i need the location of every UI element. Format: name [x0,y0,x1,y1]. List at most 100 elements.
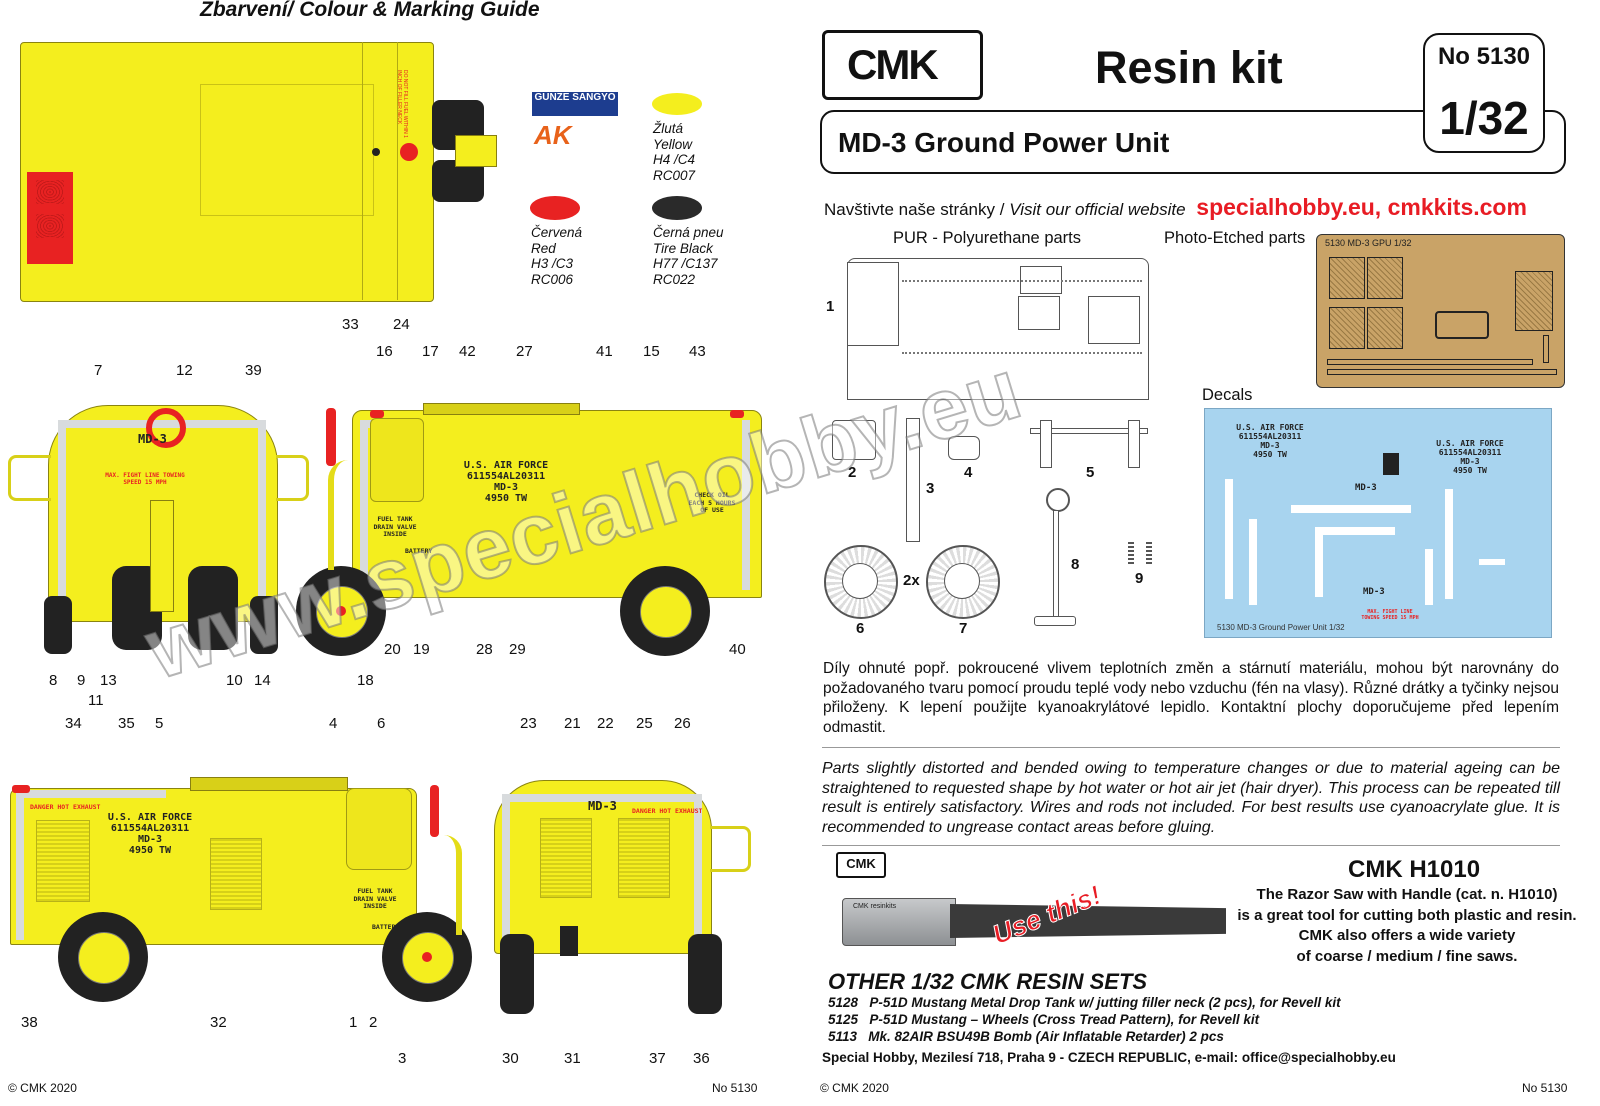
pe-fret: 5130 MD-3 GPU 1/32 [1316,234,1565,388]
part-8-foot [1034,616,1076,626]
gunze-logo: GUNZE SANGYO [532,92,618,116]
paint-code1: H77 /C137 [653,256,718,271]
rear-tire-right [688,934,722,1014]
paint-swatch-black [652,196,702,220]
paint-cz: Černá pneu [653,225,724,240]
paint-en: Red [531,240,556,256]
fill-stencil: DO NOT FILL FUEL WITHIN 1 INCH OF FILLER… [396,70,408,138]
decal-towing: MAX. FIGHT LINE TOWING SPEED 15 MPH [1361,609,1419,621]
callout: 36 [693,1050,710,1067]
rivet-row [902,280,1142,283]
exhaust-holes [36,180,64,204]
cmk-logo: CMK [822,30,983,100]
decal-usaf-1: U.S. AIR FORCE 611554AL20311 MD-3 4950 T… [1235,423,1305,459]
saw-line: The Razor Saw with Handle (cat. n. H1010… [1256,886,1558,903]
front-md3: MD-3 [138,432,167,446]
serial-text: 611554AL20311 [1438,448,1502,457]
callout: 21 [564,715,581,732]
paint-black: Černá pneu Tire Black H77 /C137 RC022 [653,225,724,287]
decal-strip [1445,489,1453,599]
decal-strip [1225,479,1233,599]
paint-red: Červená Red H3 /C3 RC006 [531,225,582,287]
data-plate [560,926,578,956]
cap-red-2 [730,410,744,418]
battery-stencil: BATTERY [405,547,433,555]
subtitle-box: MD-3 Ground Power Unit [820,110,1566,174]
rear-tire-left [500,934,534,1014]
pe-bar-2 [1327,369,1557,375]
decal-sheet-label: 5130 MD-3 Ground Power Unit 1/32 [1217,623,1345,632]
saw-line: CMK also offers a wide variety [1298,927,1516,944]
callout: 8 [49,672,58,689]
decal-strip [1291,505,1411,513]
set-item: 5125 P-51D Mustang – Wheels (Cross Tread… [828,1012,1259,1027]
saw-ad-logo: CMK [836,852,886,878]
decal-usaf-2: U.S. AIR FORCE 611554AL20311 MD-3 4950 T… [1435,439,1505,475]
kit-badge: No 5130 1/32 [1423,33,1545,153]
part-5-leg2 [1128,420,1140,468]
callout: 16 [376,343,393,360]
white-strip [694,794,702,944]
footer-kit-left: No 5130 [712,1081,758,1095]
callout: 4 [329,715,338,732]
white-strip [16,790,24,940]
callout: 18 [357,672,374,689]
fuel-cap [400,143,418,161]
pe-bar-1 [1327,359,1533,365]
callout: 2 [369,1014,378,1031]
roof-rail [190,777,348,791]
white-strip [258,420,266,610]
pe-grid-5 [1515,271,1553,331]
divider [822,747,1560,748]
saw-handle [950,904,1226,938]
part-6-hub [842,563,878,599]
tow-bar-grip [430,785,439,837]
decal-plate [1383,453,1399,475]
decal-md3: MD-3 [1355,483,1377,493]
unit-text: 4950 TW [484,493,528,504]
right-handle [276,455,309,501]
callout: 27 [516,343,533,360]
part-number: 4 [964,464,973,481]
callout-24: 24 [393,316,410,333]
callout: 15 [643,343,660,360]
pe-label: Photo-Etched parts [1164,229,1306,247]
decal-sheet: U.S. AIR FORCE 611554AL20311 MD-3 4950 T… [1204,408,1552,638]
vent-grille [36,820,90,902]
part-number: 5 [1086,464,1095,481]
paint-en: Yellow [653,136,693,152]
serial-text: 611554AL20311 [110,823,190,834]
part-number: 7 [959,620,968,637]
paint-swatch-yellow [652,93,702,115]
gunze-text: GUNZE SANGYO [534,92,616,103]
serial-text: 611554AL20311 [466,471,546,482]
saw-use-this: Use this! [988,879,1106,951]
vent-grille [618,818,670,898]
tow-bar-top [455,135,497,167]
model-text: MD-3 [493,482,519,493]
tow-bar-arm [430,835,462,935]
white-strip [16,790,166,798]
saw-logo-text: CMK [846,856,876,871]
set-number: 5128 [828,995,859,1010]
visit-en: Visit our official website [1009,200,1186,219]
callout: 5 [155,715,164,732]
danger-stencil-rear: DANGER HOT EXHAUST [632,807,703,815]
visit-line: Navštivte naše stránky / Visit our offic… [824,194,1527,221]
usaf-text: U.S. AIR FORCE [1236,423,1304,432]
callout: 14 [254,672,271,689]
set-number: 5125 [828,1012,859,1027]
rear-md3: MD-3 [588,799,617,813]
callout: 10 [226,672,243,689]
set-item: 5128 P-51D Mustang Metal Drop Tank w/ ju… [828,995,1341,1010]
callout: 29 [509,641,526,658]
set-text: P-51D Mustang Metal Drop Tank w/ jutting… [869,995,1341,1010]
decal-md3-2: MD-3 [1363,587,1385,597]
fuel-stencil: FUEL TANK DRAIN VALVE INSIDE [373,515,417,538]
saw-title: CMK H1010 [1348,856,1481,883]
footer-kit-right: No 5130 [1522,1081,1568,1095]
callout: 28 [476,641,493,658]
fuel-tank [346,788,412,870]
website-link[interactable]: specialhobby.eu, cmkkits.com [1196,194,1527,220]
decal-strip [1425,549,1433,605]
